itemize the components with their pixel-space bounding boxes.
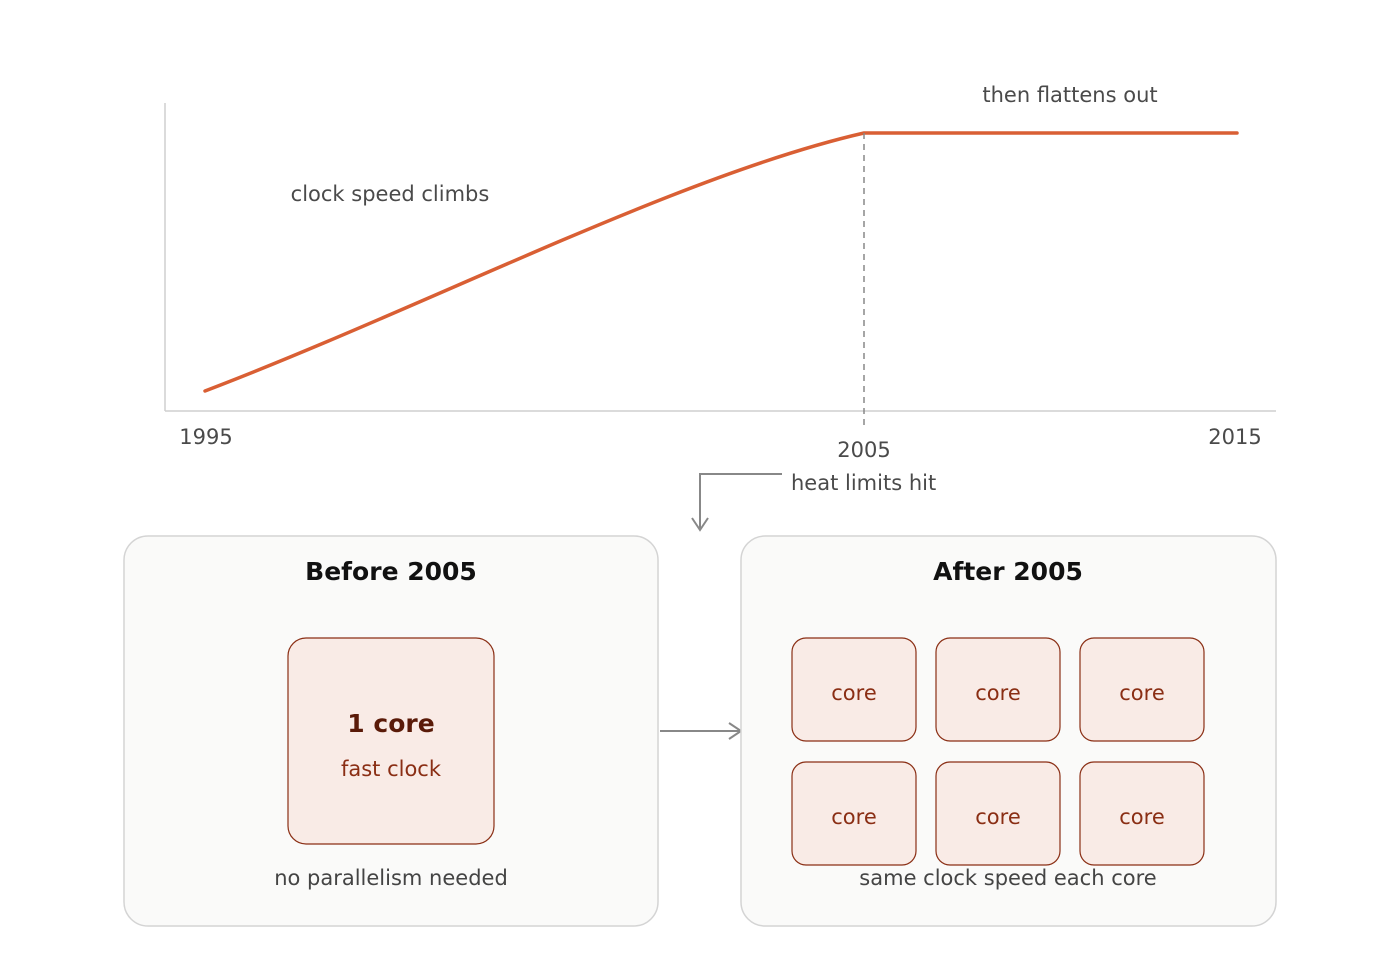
after-panel-title: After 2005 [933, 557, 1083, 586]
core-box [791, 761, 917, 866]
core-box [791, 637, 917, 742]
after-panel-caption: same clock speed each core [859, 866, 1156, 890]
core-label: core [975, 805, 1021, 829]
core-box [1079, 761, 1205, 866]
climb-annotation: clock speed climbs [291, 182, 490, 206]
tick-label-start: 1995 [179, 425, 232, 449]
after-panel: After 2005 core core core core core core… [740, 535, 1277, 927]
single-core-box [287, 637, 495, 845]
core-box [1079, 637, 1205, 742]
transition-arrow [660, 722, 743, 740]
core-box [935, 761, 1061, 866]
event-connector: heat limits hit [691, 471, 936, 532]
single-core-title: 1 core [347, 709, 434, 738]
elbow-arrow-line [699, 473, 782, 528]
core-label: core [831, 681, 877, 705]
single-core-subtitle: fast clock [341, 757, 442, 781]
before-panel: Before 2005 1 core fast clock no paralle… [123, 535, 659, 927]
before-panel-title: Before 2005 [305, 557, 477, 586]
tick-label-mid: 2005 [837, 438, 890, 462]
tick-label-end: 2015 [1208, 425, 1261, 449]
before-panel-caption: no parallelism needed [274, 866, 508, 890]
flatten-annotation: then flattens out [982, 83, 1157, 107]
core-label: core [1119, 681, 1165, 705]
core-label: core [975, 681, 1021, 705]
core-box [935, 637, 1061, 742]
elbow-arrow-head [691, 517, 709, 532]
core-label: core [831, 805, 877, 829]
core-label: core [1119, 805, 1165, 829]
event-annotation: heat limits hit [791, 471, 936, 495]
clock-speed-curve [203, 131, 1239, 393]
timeline-chart: 1995 2005 2015 clock speed climbs then f… [164, 83, 1276, 462]
